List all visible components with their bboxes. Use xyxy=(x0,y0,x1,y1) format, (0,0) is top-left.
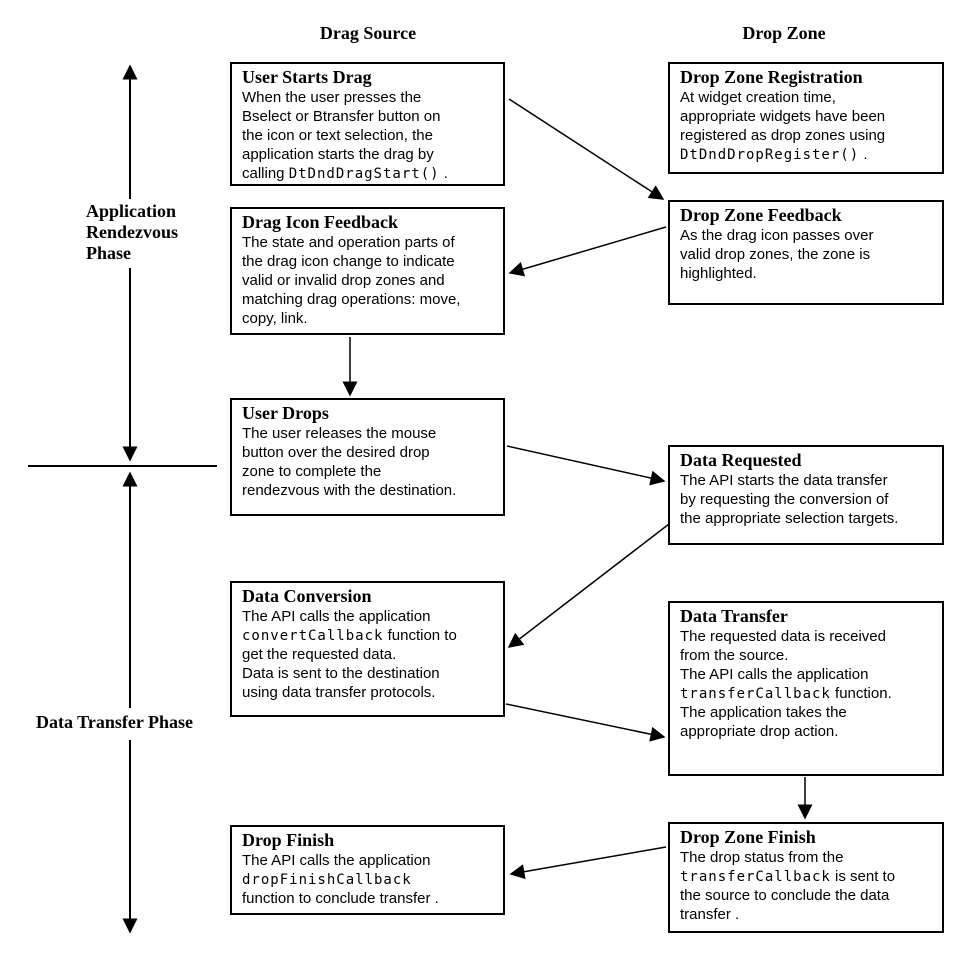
box-title: Data Conversion xyxy=(242,586,372,606)
box-title: Drag Icon Feedback xyxy=(242,212,398,232)
arrow-drop-zone-feedback-to-drag-icon-feedback xyxy=(508,226,667,277)
box-drop-zone-feedback: Drop Zone Feedback As the drag icon pass… xyxy=(668,200,944,305)
box-title: Data Transfer xyxy=(680,606,788,626)
box-title: Drop Zone Finish xyxy=(680,827,816,847)
box-drop-zone-finish: Drop Zone Finish The drop status from th… xyxy=(668,822,944,933)
box-drop-zone-registration: Drop Zone Registration At widget creatio… xyxy=(668,62,944,174)
box-user-starts-drag: User Starts Drag When the user presses t… xyxy=(230,62,505,186)
arrow-drop-zone-finish-to-drop-finish xyxy=(509,846,667,880)
phase-label-line: Data Transfer Phase xyxy=(36,712,193,732)
phase-label-line: Application xyxy=(86,201,177,221)
column-header-drag-source: Drag Source xyxy=(319,23,417,43)
arrow-user-starts-drag-to-drop-zone-feedback xyxy=(508,98,665,200)
box-title: Drop Zone Feedback xyxy=(680,205,842,225)
box-data-transfer: Data Transfer The requested data is rece… xyxy=(668,601,944,776)
box-title: Data Requested xyxy=(680,450,802,470)
arrow-user-drops-to-data-requested xyxy=(506,445,666,486)
box-drop-finish: Drop Finish The API calls the applicatio… xyxy=(230,825,505,915)
phase-label-application-rendezvous: Application Rendezvous Phase xyxy=(86,201,178,264)
arrow-data-conversion-to-data-transfer xyxy=(505,703,666,742)
box-title: Drop Finish xyxy=(242,830,335,850)
box-data-requested: Data Requested The API starts the data t… xyxy=(668,445,944,545)
phase-label-line: Rendezvous xyxy=(86,222,179,242)
phase-label-data-transfer: Data Transfer Phase xyxy=(36,712,193,733)
phase-label-line: Phase xyxy=(86,243,131,263)
column-header-drop-zone: Drop Zone xyxy=(742,23,826,43)
box-title: User Starts Drag xyxy=(242,67,372,87)
arrow-data-requested-to-data-conversion xyxy=(507,523,670,648)
box-title: Drop Zone Registration xyxy=(680,67,863,87)
box-body: At widget creation time,appropriate widg… xyxy=(680,89,886,163)
box-data-conversion: Data Conversion The API calls the applic… xyxy=(230,581,505,717)
box-drag-icon-feedback: Drag Icon Feedback The state and operati… xyxy=(230,207,505,335)
box-title: User Drops xyxy=(242,403,329,423)
